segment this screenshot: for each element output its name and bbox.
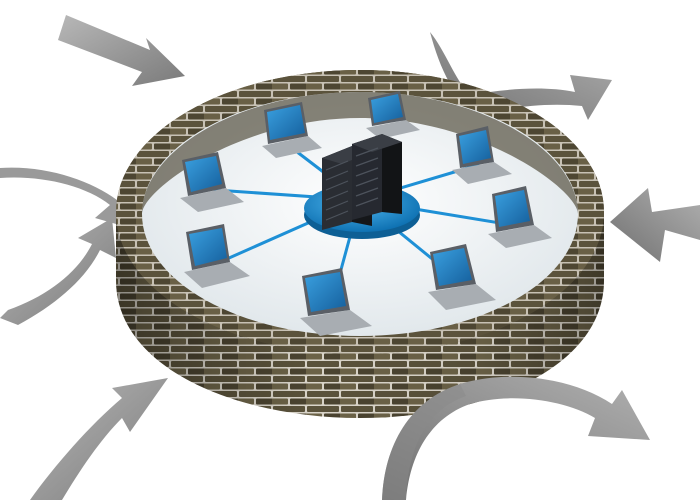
laptop-right: [488, 186, 552, 248]
laptop-left-lower: [184, 224, 250, 288]
laptop-right-upper: [452, 126, 512, 184]
laptop-top-center: [262, 102, 322, 158]
laptop-bottom-right: [428, 244, 496, 310]
arrow-left-lower: [0, 218, 116, 325]
server-rack: [322, 134, 402, 230]
arrow-right: [610, 188, 700, 262]
laptop-left-upper: [180, 152, 244, 212]
arrow-bottom-right: [382, 376, 650, 500]
arrow-bottom-left: [30, 378, 168, 500]
laptop-bottom-center: [300, 268, 372, 336]
arrow-top-left: [58, 15, 185, 86]
laptop-top-right: [366, 91, 420, 139]
